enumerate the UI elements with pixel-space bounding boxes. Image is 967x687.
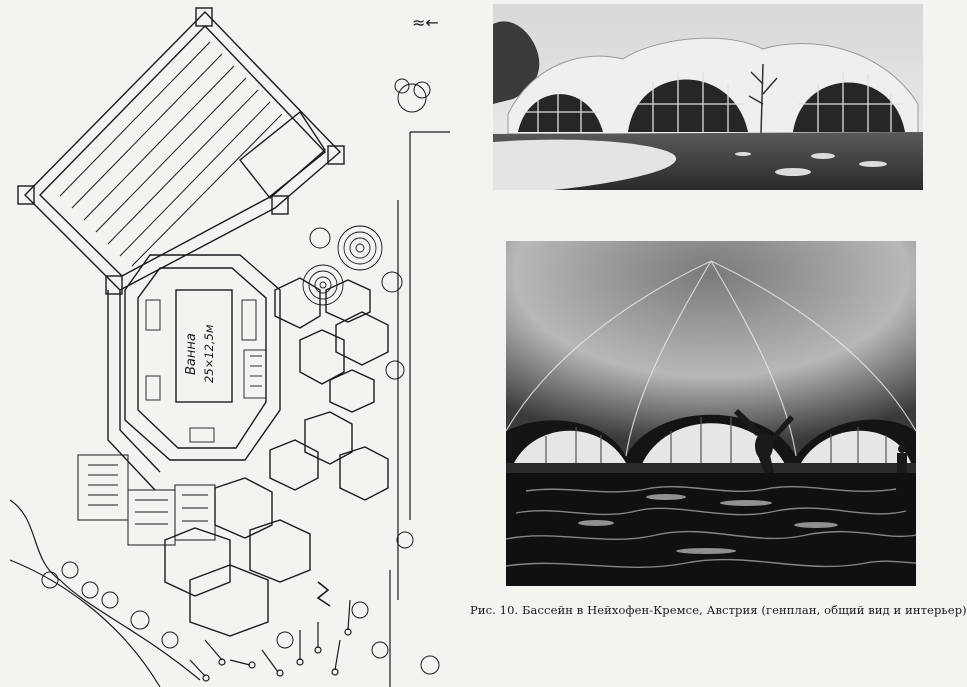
changing-blocks: [77, 454, 216, 546]
pool-label-name: Ванна: [184, 333, 199, 375]
figure-caption: Рис. 10. Бассейн в Нейхофен-Кремсе, Авст…: [470, 603, 967, 617]
trees: [41, 78, 440, 675]
umbrellas: [302, 225, 383, 306]
site-plan-drawing: ≈← Ванна: [9, 7, 450, 687]
outdoor-pool: [17, 7, 345, 295]
exterior-photo: [493, 4, 923, 190]
interior-photo: [505, 241, 917, 586]
site-boundary: [9, 131, 450, 687]
lamp-posts: [189, 599, 352, 682]
covered-hall: Ванна 25×12,5м: [124, 254, 281, 461]
pool-label-size: 25×12,5м: [202, 324, 216, 383]
walkway: [107, 290, 156, 491]
north-arrow: ≈←: [412, 13, 439, 32]
octagonal-pavilions: [164, 277, 389, 637]
